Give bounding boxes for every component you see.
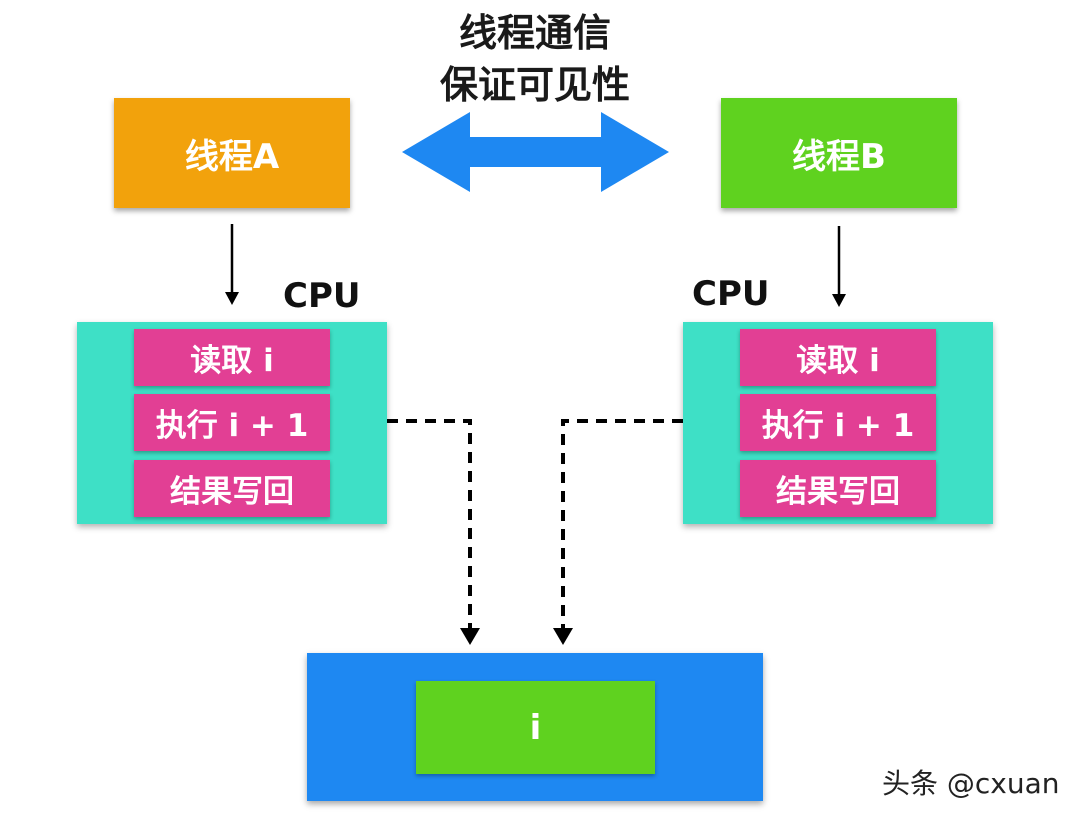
cpu-right-step-execute: 执行 i + 1	[740, 394, 936, 451]
cpu-right-to-memory-dashed	[561, 419, 683, 632]
thread-a-box: 线程A	[114, 98, 350, 208]
watermark-text: 头条 @cxuan	[882, 767, 1060, 800]
diagram-title-line-1: 线程通信	[458, 11, 611, 55]
cpu-left-step-execute: 执行 i + 1	[134, 394, 330, 451]
cpu-left-label: CPU	[283, 276, 361, 316]
thread-b-box: 线程B	[721, 98, 957, 208]
cpu-right-label: CPU	[692, 274, 770, 314]
thread-b-label: 线程B	[792, 136, 886, 177]
thread-a-label: 线程A	[184, 136, 280, 177]
diagram-title-line-2: 保证可见性	[439, 63, 630, 107]
cpu-right-step-read: 读取 i	[740, 329, 936, 386]
double-arrow	[402, 112, 669, 192]
memory-variable-label: i	[529, 707, 542, 748]
cpu-left-step-writeback: 结果写回	[134, 460, 330, 517]
memory-variable-cell: i	[416, 681, 655, 774]
cpu-left-step-read: 读取 i	[134, 329, 330, 386]
cpu-right-step-writeback: 结果写回	[740, 460, 936, 517]
